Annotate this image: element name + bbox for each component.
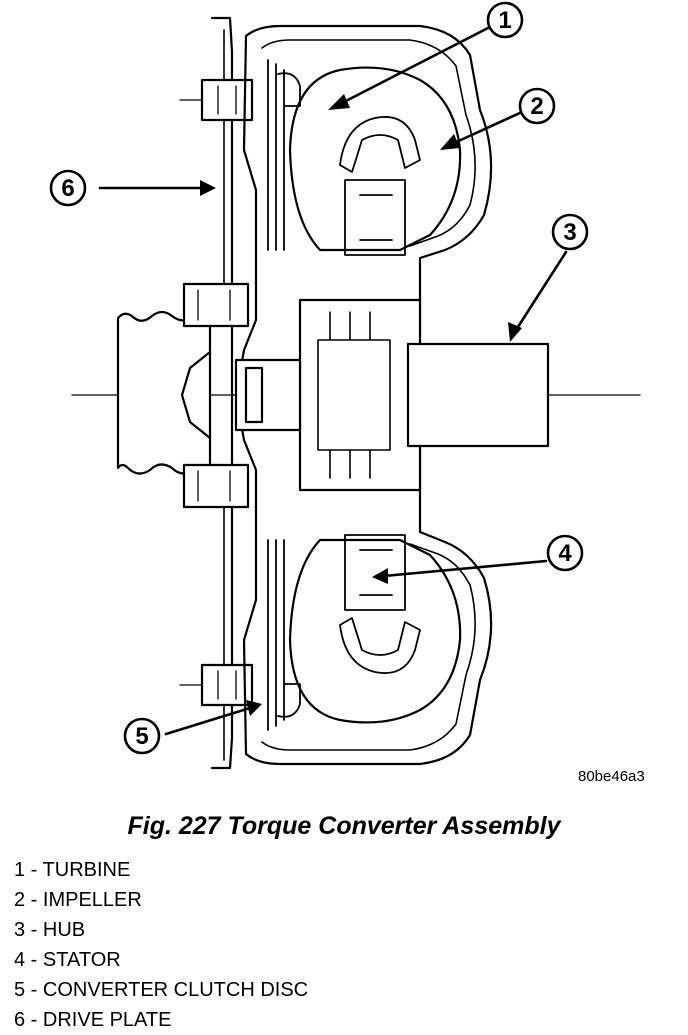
- legend-num: 1: [14, 859, 26, 881]
- legend-num: 5: [14, 979, 26, 1001]
- turbine-upper-vane: [339, 116, 421, 173]
- stator-upper: [344, 179, 406, 256]
- pilot-hub: [234, 358, 302, 432]
- legend-label: HUB: [42, 919, 86, 941]
- clutch-disc-upper: [267, 59, 301, 251]
- callout-1-label: 1: [498, 7, 511, 34]
- legend-item: 1 - TURBINE: [14, 859, 131, 881]
- callout-1: 1: [486, 1, 524, 39]
- legend-item: 2 - IMPELLER: [14, 889, 142, 911]
- turbine-upper: [288, 66, 462, 252]
- stator-lower: [344, 534, 406, 611]
- callout-3: 3: [551, 213, 589, 251]
- turbine-lower: [288, 538, 462, 724]
- legend-list: 1 - TURBINE 2 - IMPELLER 3 - HUB 4 - STA…: [14, 855, 308, 1035]
- legend-label: CONVERTER CLUTCH DISC: [42, 979, 309, 1001]
- legend-item: 6 - DRIVE PLATE: [14, 1009, 172, 1031]
- turbine-lower-vane: [339, 617, 421, 674]
- callout-5: 5: [123, 717, 161, 755]
- hub-splines: [317, 311, 391, 479]
- legend-num: 3: [14, 919, 26, 941]
- torque-converter-diagram: 1 2 3 4 5 6: [49, 1, 641, 770]
- hub-neck: [406, 342, 550, 448]
- clutch-disc-lower: [267, 539, 301, 731]
- callout-6-label: 6: [61, 175, 74, 202]
- crank-pilot: [180, 350, 212, 440]
- legend-item: 5 - CONVERTER CLUTCH DISC: [14, 979, 309, 1001]
- crankshaft: [116, 310, 212, 475]
- bolt-top: [179, 78, 254, 122]
- drive-plate: [210, 16, 234, 770]
- leader-arrows: [98, 26, 568, 736]
- legend-label: TURBINE: [42, 859, 131, 881]
- cover-inner-shell: [261, 39, 476, 751]
- callout-4: 4: [546, 534, 584, 572]
- image-code: 80be46a3: [578, 768, 645, 785]
- legend-num: 2: [14, 889, 26, 911]
- legend-label: STATOR: [42, 949, 121, 971]
- callout-4-label: 4: [558, 540, 572, 567]
- legend-num: 6: [14, 1009, 26, 1031]
- callout-3-label: 3: [563, 219, 576, 246]
- legend-item: 4 - STATOR: [14, 949, 121, 971]
- bolt-upper-mid: [182, 282, 250, 328]
- legend-label: DRIVE PLATE: [42, 1009, 172, 1031]
- bolt-lower-mid: [182, 463, 250, 509]
- figure-title: Fig. 227 Torque Converter Assembly: [127, 812, 561, 840]
- callout-2: 2: [518, 87, 556, 125]
- legend-item: 3 - HUB: [14, 919, 86, 941]
- callout-6: 6: [49, 169, 87, 207]
- bolt-bottom: [179, 663, 254, 707]
- legend-label: IMPELLER: [42, 889, 142, 911]
- converter-front-cover: [234, 24, 493, 766]
- callout-2-label: 2: [530, 93, 543, 120]
- callout-5-label: 5: [135, 723, 148, 750]
- legend-num: 4: [14, 949, 26, 971]
